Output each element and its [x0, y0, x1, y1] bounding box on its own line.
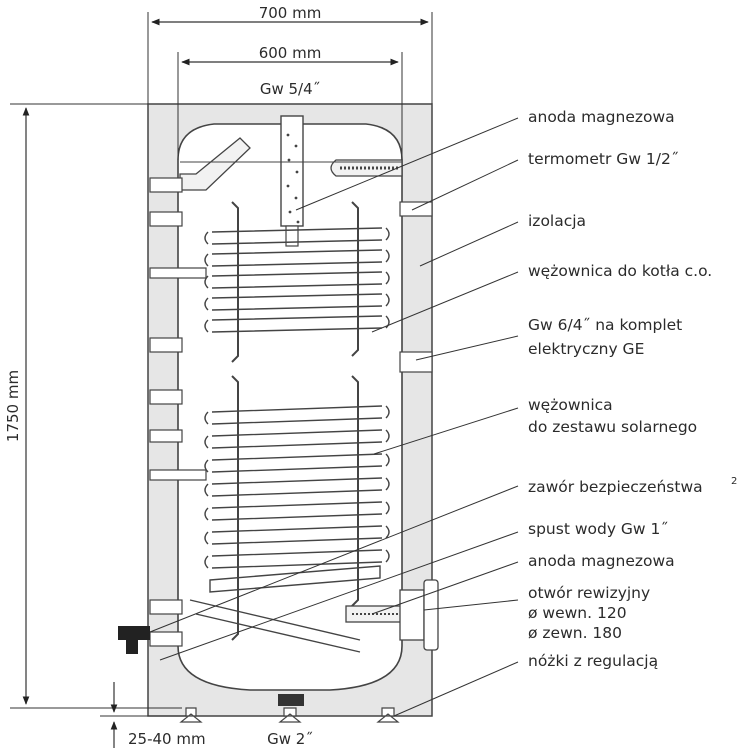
label-boiler-coil: wężownica do kotła c.o.: [528, 262, 712, 280]
dim-inner-width-label: 600 mm: [259, 44, 322, 62]
left-connections: [149, 177, 207, 647]
dim-height: 1750 mm: [4, 103, 182, 709]
label-inspection-line3: ø zewn. 180: [528, 624, 622, 642]
label-feet: nóżki z regulacją: [528, 652, 658, 670]
bottom-connection: [278, 694, 304, 706]
label-thermometer: termometr Gw 1/2˝: [528, 150, 679, 168]
label-electric-port-line2: elektryczny GE: [528, 340, 644, 358]
label-insulation: izolacja: [528, 212, 586, 230]
dim-feet-label: 25-40 mm: [128, 730, 206, 748]
dim-outer-width: 700 mm: [147, 4, 433, 104]
inspection-opening: [345, 579, 439, 651]
leader-lines: [149, 117, 519, 717]
label-electric-port-line1: Gw 6/4˝ na komplet: [528, 316, 682, 334]
dim-outer-width-label: 700 mm: [259, 4, 322, 22]
label-drain: spust wody Gw 1˝: [528, 520, 668, 538]
label-solar-coil-line2: do zestawu solarnego: [528, 418, 697, 436]
label-inspection-line2: ø wewn. 120: [528, 604, 627, 622]
feet: [179, 707, 400, 723]
lower-coil: [189, 375, 390, 653]
upper-coil: [204, 201, 390, 363]
bottom-connection-label: Gw 2˝: [267, 730, 313, 748]
top-connection-label: Gw 5/4˝: [260, 80, 320, 98]
top-anode: [280, 115, 304, 227]
label-safety-valve-sup: 2: [731, 476, 737, 487]
callout-labels: anoda magnezowa termometr Gw 1/2˝ izolac…: [528, 108, 737, 670]
label-inspection-line1: otwór rewizyjny: [528, 584, 650, 602]
dim-height-label: 1750 mm: [4, 370, 22, 442]
label-anode-top: anoda magnezowa: [528, 108, 675, 126]
dim-feet: 25-40 mm: [100, 682, 206, 748]
dim-inner-width: 600 mm: [177, 44, 403, 160]
right-connections: [399, 201, 433, 373]
safety-valve: [118, 626, 150, 654]
label-solar-coil-line1: wężownica: [528, 396, 613, 414]
label-anode-bottom: anoda magnezowa: [528, 552, 675, 570]
label-safety-valve: zawór bezpieczeństwa: [528, 478, 703, 496]
